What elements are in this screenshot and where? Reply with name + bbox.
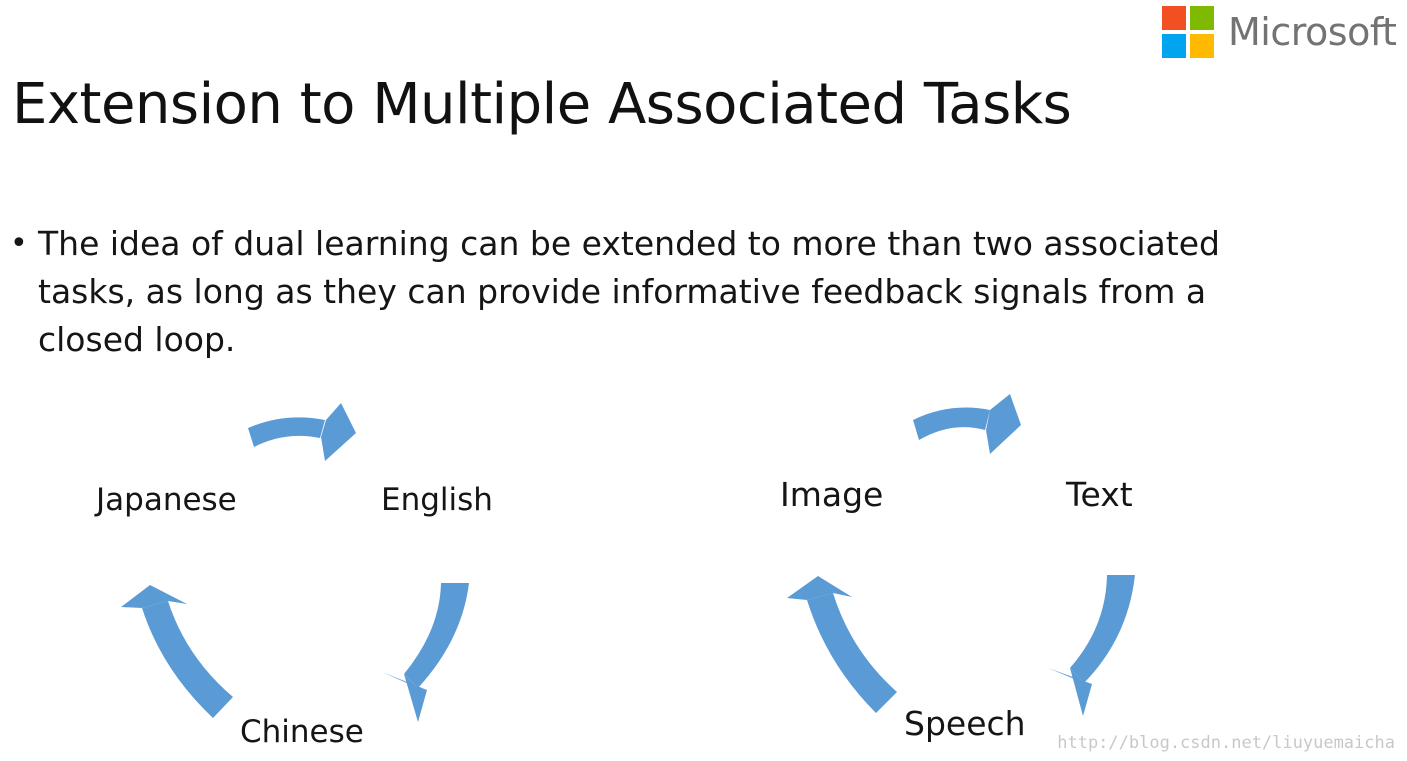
arrow-chinese-to-japanese xyxy=(142,601,233,718)
node-japanese: Japanese xyxy=(96,482,237,518)
logo-square-yellow xyxy=(1190,34,1214,58)
logo-wordmark: Microsoft xyxy=(1228,10,1397,54)
watermark: http://blog.csdn.net/liuyuemaicha xyxy=(1057,733,1395,753)
node-english: English xyxy=(381,482,493,518)
arrow-text-to-speech xyxy=(1070,575,1135,683)
arrow-image-to-text xyxy=(913,407,990,440)
slide-title: Extension to Multiple Associated Tasks xyxy=(12,72,1072,137)
arrow-head-image-to-text xyxy=(986,394,1021,454)
bullet-point: • The idea of dual learning can be exten… xyxy=(10,220,1250,364)
logo-square-red xyxy=(1162,6,1186,30)
node-chinese: Chinese xyxy=(240,714,364,750)
logo-square-green xyxy=(1190,6,1214,30)
arrow-head-text-to-speech xyxy=(1048,668,1092,716)
cycle-languages xyxy=(121,403,469,722)
bullet-symbol: • xyxy=(10,226,28,261)
microsoft-logo: Microsoft xyxy=(1162,6,1397,58)
node-text: Text xyxy=(1066,475,1133,514)
arrow-head-japanese-to-english xyxy=(321,403,356,461)
arrow-japanese-to-english xyxy=(248,417,325,447)
node-image: Image xyxy=(780,475,884,514)
arrow-english-to-chinese xyxy=(404,583,469,688)
cycle-modalities xyxy=(787,394,1135,716)
arrow-speech-to-image xyxy=(807,593,897,713)
bullet-text: The idea of dual learning can be extende… xyxy=(38,224,1220,359)
arrow-head-chinese-to-japanese xyxy=(121,585,187,608)
logo-square-blue xyxy=(1162,34,1186,58)
microsoft-logo-icon xyxy=(1162,6,1214,58)
arrow-head-speech-to-image xyxy=(787,576,852,600)
node-speech: Speech xyxy=(904,704,1026,743)
arrow-head-english-to-chinese xyxy=(382,672,427,722)
